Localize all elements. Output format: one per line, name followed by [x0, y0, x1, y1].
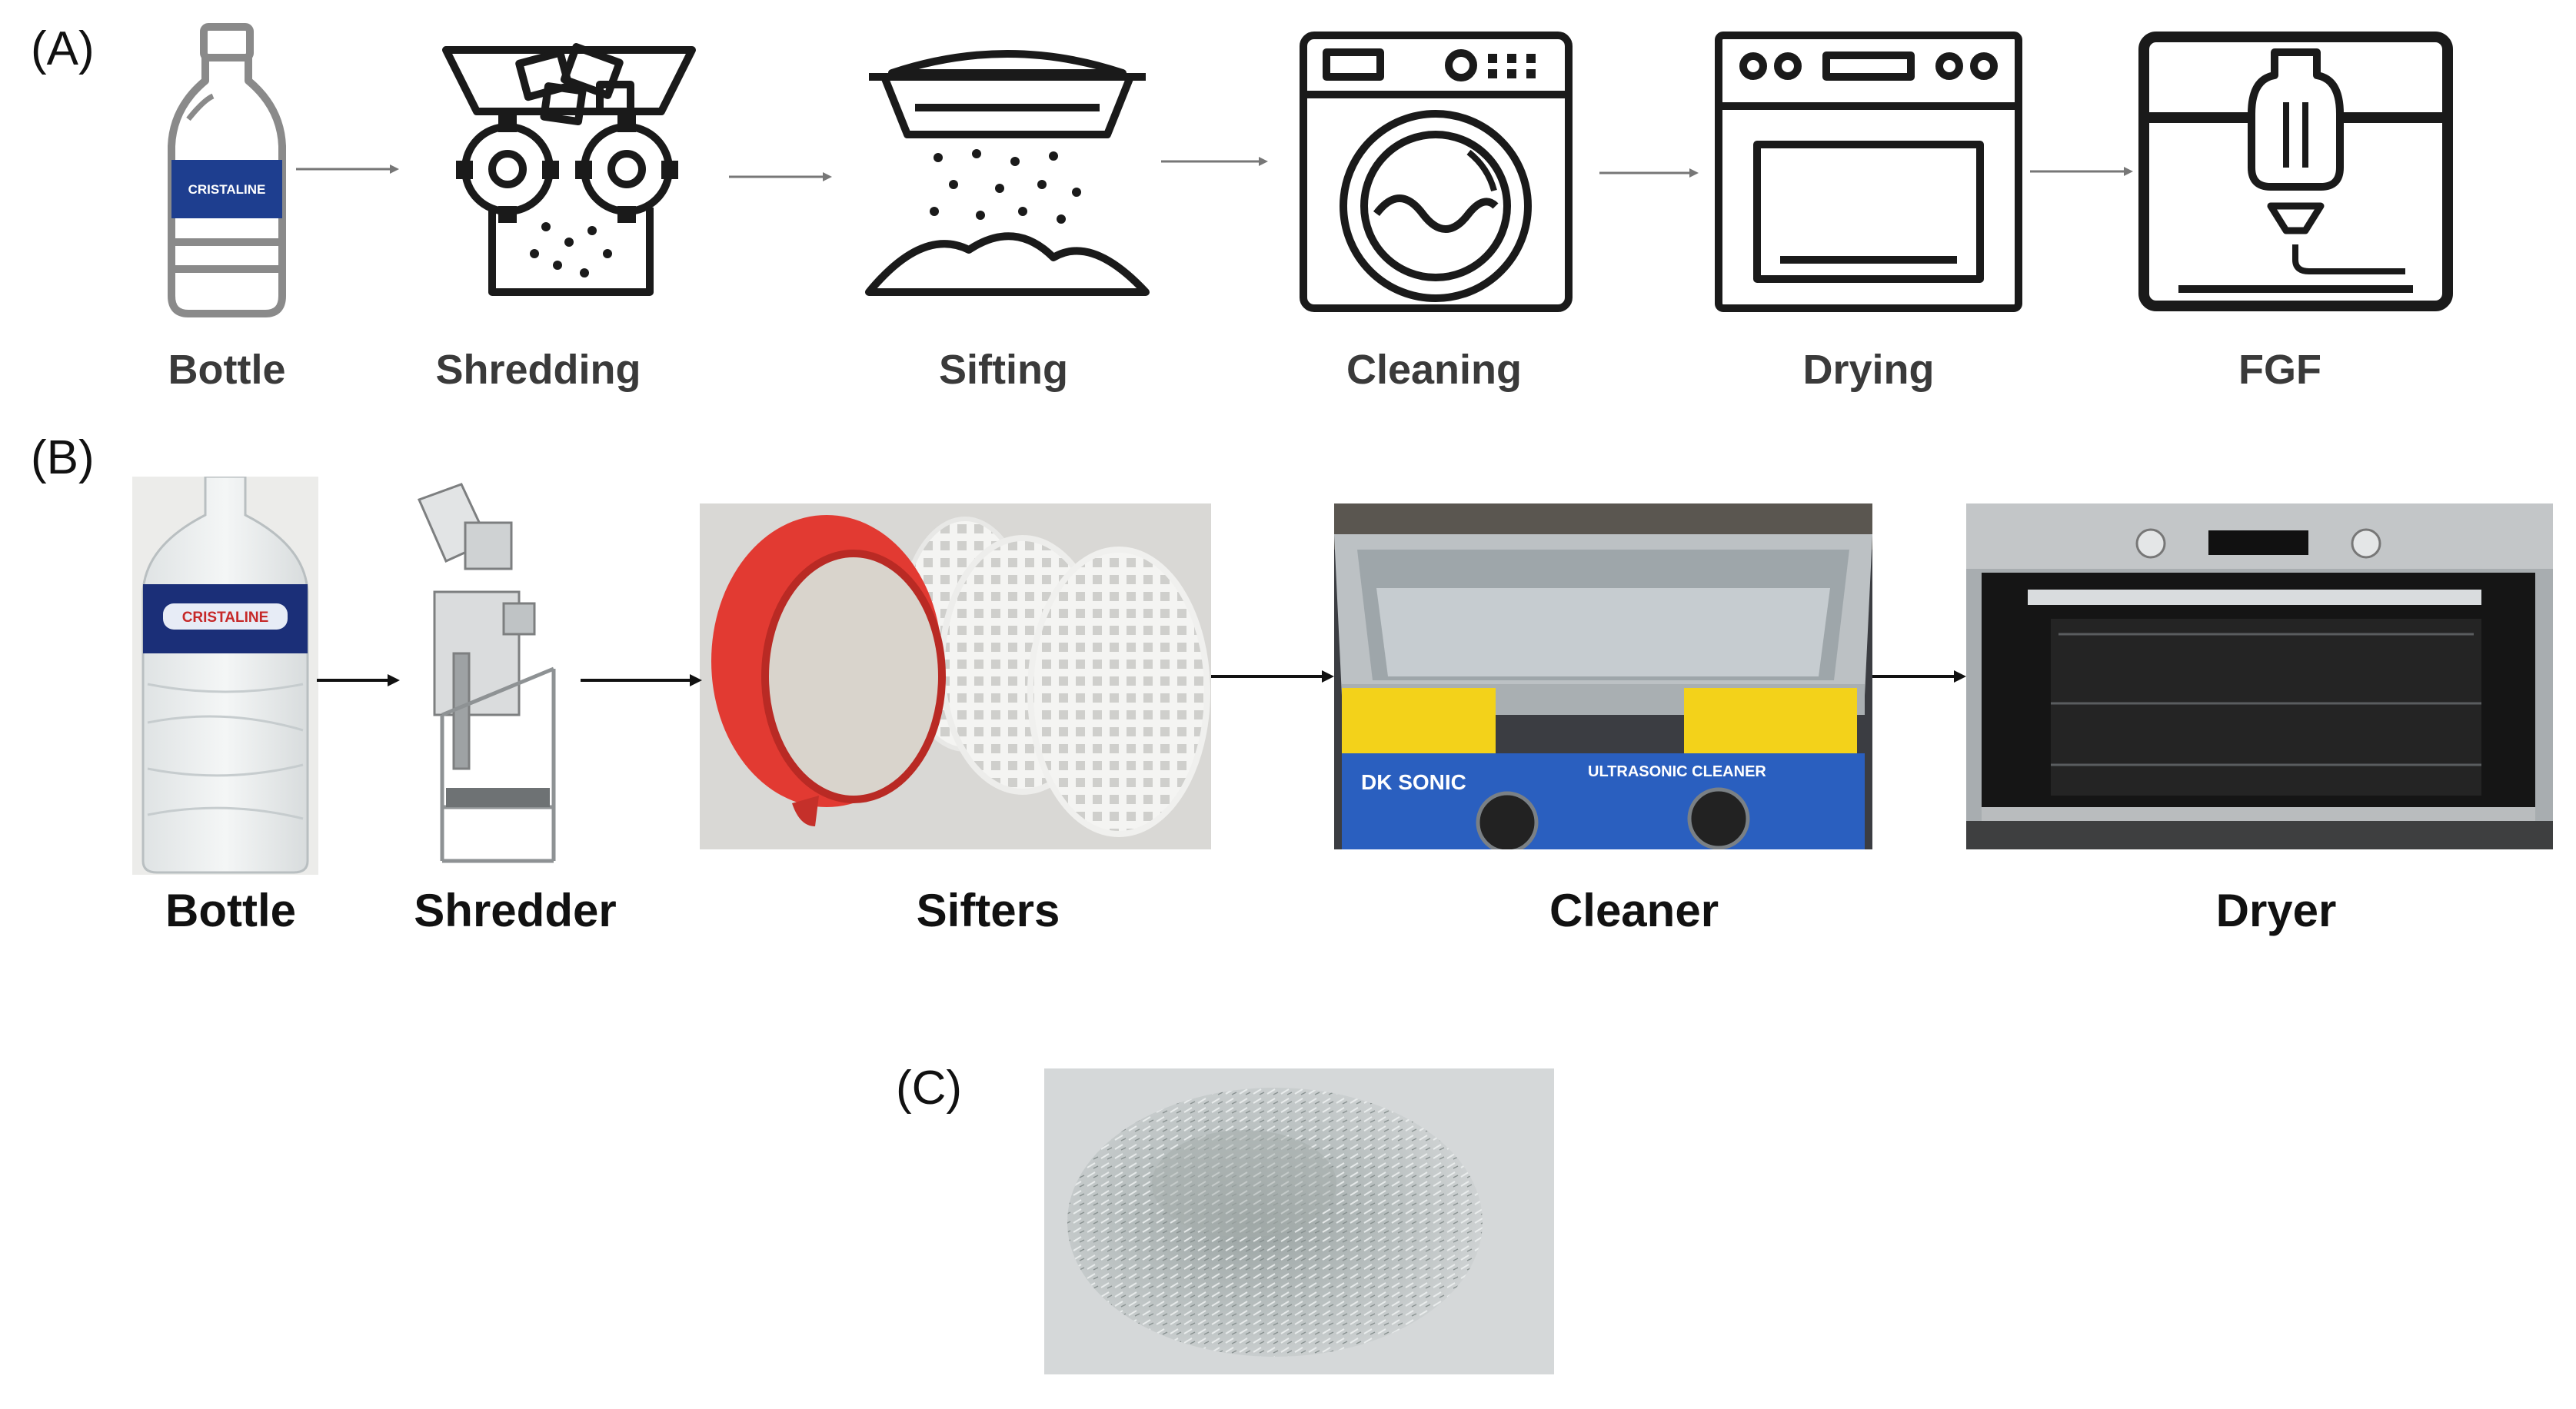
label-bottle-step: Bottle: [168, 347, 286, 393]
arrow-a-2: [729, 169, 833, 184]
3d-printer-icon: [2136, 29, 2455, 314]
arrow-b-4: [1872, 667, 1968, 686]
shredder-photo: [400, 477, 581, 875]
sifters-photo: [700, 503, 1211, 849]
label-fgf: FGF: [2238, 347, 2321, 393]
label-bottle-equipment: Bottle: [165, 885, 296, 936]
arrow-a-1: [296, 161, 400, 177]
arrow-b-1: [317, 671, 401, 690]
washing-machine-icon: [1296, 29, 1576, 314]
label-sifters: Sifters: [916, 885, 1060, 936]
label-shredding: Shredding: [435, 347, 641, 393]
arrow-a-4: [1599, 165, 1699, 181]
oven-icon: [1711, 29, 2026, 314]
panel-label-c: (C): [896, 1062, 963, 1115]
arrow-b-2: [581, 671, 704, 690]
panel-label-b: (B): [31, 431, 95, 484]
label-drying: Drying: [1802, 347, 1935, 393]
label-dryer: Dryer: [2215, 885, 2337, 936]
arrow-a-5: [2030, 164, 2134, 179]
label-shredder: Shredder: [414, 885, 617, 936]
bottle-photo-brand: CRISTALINE: [182, 610, 269, 626]
bottle-photo: CRISTALINE: [132, 477, 318, 875]
cleaner-brand-text: DK SONIC: [1361, 770, 1466, 794]
flakes-photo: [1044, 1068, 1554, 1374]
shredder-icon: [431, 42, 707, 300]
label-cleaning: Cleaning: [1346, 347, 1523, 393]
label-sifting: Sifting: [939, 347, 1068, 393]
arrow-b-3: [1211, 667, 1336, 686]
bottle-icon: CRISTALINE: [158, 23, 296, 319]
cleaner-model-text: ULTRASONIC CLEANER: [1588, 763, 1766, 780]
bottle-brand-text: CRISTALINE: [188, 182, 266, 197]
dryer-photo: [1966, 503, 2553, 849]
label-cleaner: Cleaner: [1549, 885, 1719, 936]
sifter-icon: [861, 42, 1153, 300]
panel-label-a: (A): [31, 22, 95, 75]
cleaner-photo: DK SONIC ULTRASONIC CLEANER: [1334, 503, 1872, 849]
arrow-a-3: [1161, 154, 1269, 169]
